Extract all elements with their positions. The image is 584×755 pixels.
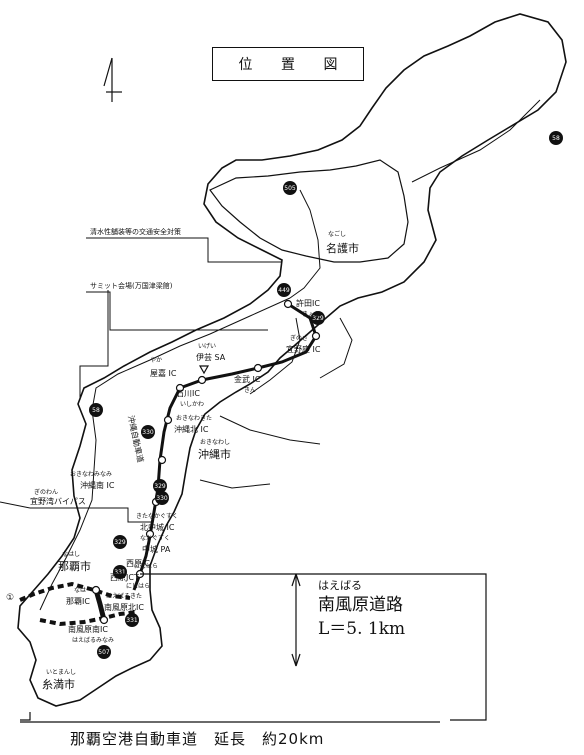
ic-okikita: 沖縄北 IC <box>174 424 209 434</box>
route-58a-label: 58 <box>552 135 560 142</box>
ic-ginoza: 宜野座 IC <box>286 344 321 354</box>
route-330a-label: 330 <box>142 429 154 436</box>
callout-lines <box>0 237 282 523</box>
ic-haekita-ruby: はえばるきた <box>106 592 142 600</box>
callout-ginowan: 宜野湾バイパス <box>30 496 86 506</box>
route-shield-labels: 58 505 449 329 58 330 329 330 329 331 33… <box>92 135 560 656</box>
ic-kin: 金武 IC <box>234 374 261 384</box>
route-329c-label: 329 <box>114 539 126 546</box>
route-shields <box>89 131 563 659</box>
route-58b-label: 58 <box>92 407 100 414</box>
okinawa-ruby: おきなわし <box>200 439 230 446</box>
route-329a-label: 329 <box>312 315 324 322</box>
route-449-label: 449 <box>278 287 290 294</box>
route-331a-label: 331 <box>114 569 126 576</box>
route-ruby: はえばる <box>318 579 362 592</box>
map-title: 位 置 図 <box>212 47 364 81</box>
haebaru-bracket <box>20 573 487 723</box>
ic-yaka: 屋嘉 IC <box>150 368 177 378</box>
ic-ishikawa: 石川IC <box>176 389 200 398</box>
callout-summit: サミット会場(万国津梁館) <box>90 281 173 290</box>
island-outline <box>17 13 567 707</box>
ic-kyoda: 許田IC <box>296 298 320 308</box>
expressway-caption: 那覇空港自動車道 延長 約20km <box>70 730 325 748</box>
road-network <box>39 99 541 611</box>
sa-marker <box>198 365 210 375</box>
ic-ie-ruby: いげい <box>198 342 216 350</box>
ic-kyoda-ruby: きょだ <box>302 311 320 318</box>
ic-naha-ruby: なは <box>74 587 86 594</box>
route-329b-label: 329 <box>154 483 166 490</box>
ic-nishihara-ruby: にしはら <box>134 563 158 570</box>
okinawa-label: 沖縄市 <box>198 447 231 461</box>
naha-ruby: なはし <box>62 551 80 558</box>
ic-markers <box>91 299 321 625</box>
ic-ie: 伊芸 SA <box>196 352 226 362</box>
haebaru-road-segment <box>93 589 107 621</box>
callout-ginowan-ruby: ぎのわん <box>34 488 58 496</box>
ic-yaka-ruby: やか <box>150 356 162 364</box>
route-info: はえばる 南風原道路 L＝5. 1km <box>296 574 474 666</box>
ic-nishihara-jct-ruby: にしはら <box>126 583 150 590</box>
nago-label: 名護市 <box>326 241 359 255</box>
ic-haekita: 南風原北IC <box>104 602 144 612</box>
ic-okiminami-ruby: おきなわみなみ <box>70 471 112 478</box>
ic-nakagusuku-ruby: なかぐすく <box>140 535 170 542</box>
okinawa-expressway <box>132 302 318 591</box>
naha-airport-expressway <box>19 581 139 627</box>
ic-okiminami: 沖縄南 IC <box>80 480 115 490</box>
callout-traffic: 清水性舗装等の交通安全対策 <box>90 227 181 236</box>
ic-ginoza-ruby: ぎのざ <box>290 334 308 342</box>
inner-coast <box>209 159 409 263</box>
ic-ishikawa-ruby: いしかわ <box>180 401 204 408</box>
route-length: L＝5. 1km <box>318 619 406 639</box>
itoman-ruby: いとまんし <box>46 669 76 676</box>
ic-haeminami-ruby: はえばるみなみ <box>72 636 114 644</box>
route-name: 南風原道路 <box>318 595 403 615</box>
ic-kin-ruby: きん <box>244 387 256 394</box>
ic-haeminami: 南風原南IC <box>68 624 108 634</box>
expressway-label: 沖縄自動車道 <box>126 414 146 463</box>
ic-kitanaka-ruby: きたなかぐすく <box>136 513 178 520</box>
itoman-label: 糸満市 <box>42 677 75 691</box>
route-330b-label: 330 <box>156 495 168 502</box>
route-331b-label: 331 <box>126 617 138 624</box>
ic-nishihara: 西原IC <box>126 559 150 568</box>
route-507-label: 507 <box>98 649 110 656</box>
ic-nishihara-jct: 西原JCT <box>110 573 139 582</box>
naha-label: 那覇市 <box>58 559 91 573</box>
north-arrow <box>103 57 122 102</box>
ic-naha: 那覇IC <box>66 597 90 606</box>
ic-kitanaka: 北中城 IC <box>140 522 175 532</box>
ic-okikita-ruby: おきなわきた <box>176 415 212 422</box>
ic-nakagusuku: 中城 PA <box>142 544 171 554</box>
route-505-label: 505 <box>284 185 296 192</box>
nago-ruby: なごし <box>328 230 346 238</box>
start-marker: ① <box>6 593 14 603</box>
